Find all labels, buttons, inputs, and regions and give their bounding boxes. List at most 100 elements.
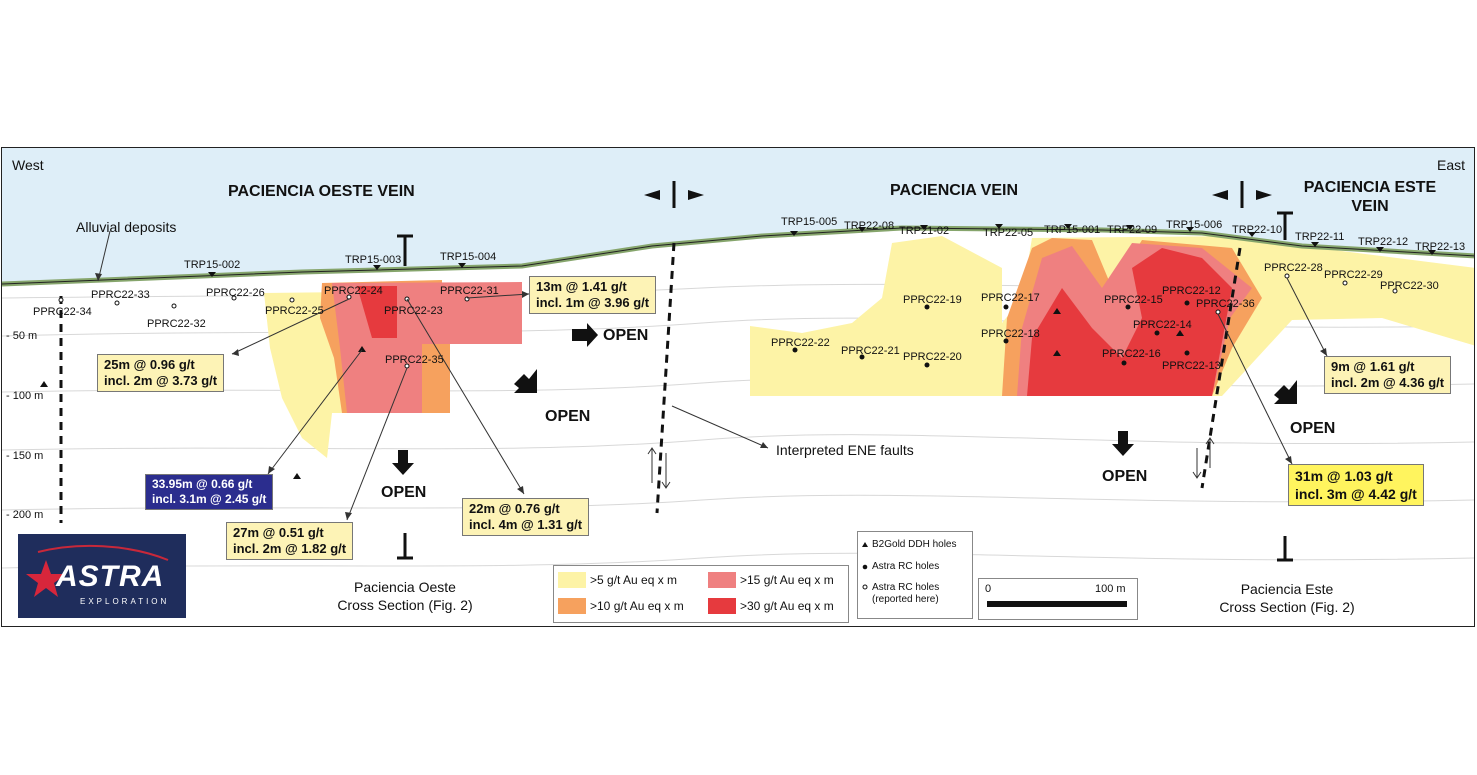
caption-line: Cross Section (Fig. 2)	[337, 597, 473, 613]
caption-line: Paciencia Este	[1240, 581, 1334, 597]
scale-end: 100 m	[1095, 583, 1126, 595]
trench-label: TRP22-09	[1107, 224, 1158, 236]
intercept-main: 25m @ 0.96 g/t	[104, 357, 195, 372]
vein-title-main: PACIENCIA VEIN	[890, 182, 1019, 199]
vein-title-este-line1: PACIENCIA ESTE	[1303, 179, 1437, 196]
depth-label: - 50 m	[6, 330, 38, 342]
section-arrows	[644, 190, 1272, 200]
intercept-box: 22m @ 0.76 g/t incl. 4m @ 1.31 g/t	[462, 498, 590, 536]
intercept-main: 22m @ 0.76 g/t	[469, 501, 560, 516]
open-arrows	[392, 323, 1297, 475]
hole-legend-symbols	[862, 542, 868, 590]
hole-label: PPRC22-26	[206, 287, 265, 299]
intercept-main: 31m @ 1.03 g/t	[1295, 468, 1393, 484]
hole-label: PPRC22-36	[1196, 298, 1255, 310]
trench-label: TRP22-10	[1232, 224, 1283, 236]
open-label: OPEN	[1102, 468, 1148, 485]
zone-red-east	[1027, 248, 1232, 396]
trench-markers	[208, 224, 1436, 277]
hole-label: PPRC22-14	[1133, 319, 1192, 331]
intercept-box: 33.95m @ 0.66 g/t incl. 3.1m @ 2.45 g/t	[145, 474, 274, 510]
hole-label: PPRC22-28	[1264, 262, 1323, 274]
legend-swatch	[708, 598, 736, 614]
caption-line: Cross Section (Fig. 2)	[1219, 599, 1355, 615]
trench-label: TRP15-002	[184, 259, 241, 271]
legend-swatch	[558, 572, 586, 588]
intercept-main: 33.95m @ 0.66 g/t	[152, 477, 253, 491]
hole-label: PPRC22-17	[981, 292, 1040, 304]
hole-label: PPRC22-15	[1104, 294, 1163, 306]
zone-red-west	[357, 286, 397, 338]
star-icon	[26, 544, 169, 597]
logo-sub: EXPLORATION	[80, 597, 170, 606]
trench-label: TRP15-004	[440, 251, 497, 263]
scale-start: 0	[985, 583, 992, 595]
section-markers	[397, 181, 1293, 562]
cross-section-figure: West East PACIENCIA OESTE VEIN PACIENCIA…	[1, 147, 1475, 627]
intercept-incl: incl. 2m @ 4.36 g/t	[1331, 375, 1445, 390]
depth-label: - 150 m	[6, 450, 44, 462]
scale-bar: 0 100 m	[978, 578, 1138, 620]
alluvial-label: Alluvial deposits	[76, 219, 177, 235]
hole-label: PPRC22-22	[771, 337, 830, 349]
west-label: West	[12, 157, 44, 173]
legend-label: >5 g/t Au eq x m	[590, 573, 678, 587]
trench-label: TRP15-006	[1166, 219, 1223, 231]
section-drawing	[2, 148, 1474, 569]
open-label: OPEN	[603, 327, 649, 344]
depth-label: - 100 m	[6, 390, 44, 402]
trench-label: TRP22-08	[844, 220, 895, 232]
trench-label: TRP21-02	[899, 225, 950, 237]
intercept-box: 9m @ 1.61 g/t incl. 2m @ 4.36 g/t	[1324, 356, 1452, 394]
section-caption-este: Paciencia Este Cross Section (Fig. 2)	[1202, 580, 1372, 616]
hole-label: PPRC22-21	[841, 345, 900, 357]
trench-label: TRP22-12	[1358, 236, 1409, 248]
open-label: OPEN	[545, 408, 591, 425]
legend-label: >15 g/t Au eq x m	[740, 573, 834, 587]
open-label: OPEN	[381, 484, 427, 501]
sky-area	[2, 148, 1474, 284]
grade-legend: >5 g/t Au eq x m >10 g/t Au eq x m >15 g…	[553, 565, 849, 623]
trench-label: TRP22-05	[983, 227, 1034, 239]
legend-reported-sub: (reported here)	[872, 594, 939, 605]
section-caption-oeste: Paciencia Oeste Cross Section (Fig. 2)	[320, 578, 490, 614]
caption-line: Paciencia Oeste	[354, 579, 456, 595]
vein-title-este-line2: VEIN	[1351, 198, 1389, 215]
faults-label: Interpreted ENE faults	[776, 442, 914, 458]
open-label: OPEN	[1290, 420, 1336, 437]
intercept-incl: incl. 3.1m @ 2.45 g/t	[152, 492, 267, 506]
leader-arrowheads	[95, 273, 1327, 520]
hole-label: PPRC22-34	[33, 306, 92, 318]
legend-astra: Astra RC holes	[872, 561, 940, 572]
hole-label: PPRC22-32	[147, 318, 206, 330]
hole-label: PPRC22-19	[903, 294, 962, 306]
legend-b2gold: B2Gold DDH holes	[872, 539, 957, 550]
hole-legend: B2Gold DDH holes Astra RC holes Astra RC…	[857, 531, 973, 619]
hole-label: PPRC22-33	[91, 289, 150, 301]
hole-label: PPRC22-35	[385, 354, 444, 366]
vein-title-este: PACIENCIA ESTE VEIN	[1300, 178, 1440, 216]
hole-label: PPRC22-30	[1380, 280, 1439, 292]
trench-label: TRP15-001	[1044, 224, 1101, 236]
intercept-box: 25m @ 0.96 g/t incl. 2m @ 3.73 g/t	[97, 354, 225, 392]
scale-line	[987, 601, 1127, 607]
fault-movement-arrows	[647, 437, 1215, 489]
hole-label: PPRC22-24	[324, 285, 383, 297]
legend-reported: Astra RC holes	[872, 582, 940, 593]
legend-label: >10 g/t Au eq x m	[590, 599, 684, 613]
leader-lines	[97, 230, 1328, 521]
intercept-main: 27m @ 0.51 g/t	[233, 525, 324, 540]
logo-name: ASTRA	[56, 560, 165, 593]
trench-label: TRP22-11	[1295, 231, 1345, 243]
intercept-incl: incl. 2m @ 3.73 g/t	[104, 373, 218, 388]
intercept-box: 27m @ 0.51 g/t incl. 2m @ 1.82 g/t	[226, 522, 354, 560]
hole-label: PPRC22-25	[265, 305, 324, 317]
hole-label: PPRC22-20	[903, 351, 962, 363]
depth-label: - 200 m	[6, 509, 44, 521]
trench-label: TRP15-005	[781, 216, 838, 228]
intercept-incl: incl. 3m @ 4.42 g/t	[1295, 486, 1417, 502]
intercept-main: 13m @ 1.41 g/t	[536, 279, 627, 294]
hole-label: PPRC22-12	[1162, 285, 1221, 297]
hole-label: PPRC22-18	[981, 328, 1040, 340]
astra-logo: ASTRA EXPLORATION	[18, 534, 186, 618]
